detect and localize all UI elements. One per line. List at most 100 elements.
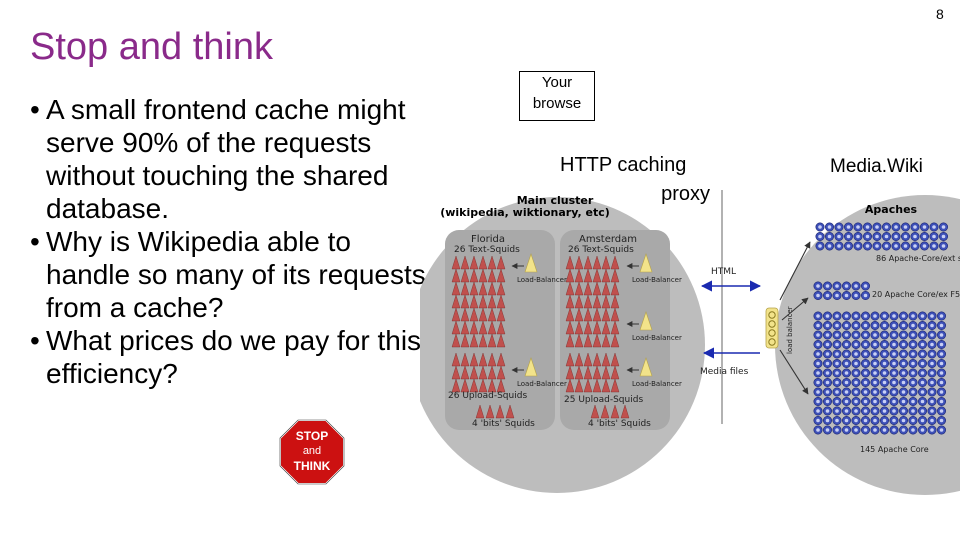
florida-text-squids-label: 26 Text-Squids <box>454 245 520 255</box>
apache-server-icon-core <box>816 409 820 413</box>
apache-server-icon-core <box>901 390 906 394</box>
apache-server-icon-core <box>825 293 830 298</box>
apache-server-icon-core <box>816 399 820 404</box>
apache-server-icon-core <box>863 352 868 356</box>
apache-server-icon-core <box>930 390 934 394</box>
apache-server-icon-core <box>835 418 839 423</box>
apache-server-icon-core <box>930 428 934 432</box>
and-label: and <box>302 445 322 457</box>
apache-server-icon-core <box>901 428 906 432</box>
apache-server-icon-core <box>835 399 839 404</box>
apache-server-icon-core <box>816 293 820 298</box>
squid-server-icon <box>620 404 630 419</box>
squid-server-icon <box>583 378 593 393</box>
apache-server-icon-core <box>892 399 896 404</box>
apache-server-icon-core <box>941 234 946 239</box>
apache-server-icon-core <box>911 352 915 356</box>
apache-server-icon-core <box>882 399 887 404</box>
apache-server-icon-core <box>837 225 841 229</box>
apache-server-icon-core <box>892 342 896 347</box>
squid-server-icon <box>610 333 620 348</box>
apache-server-icon-core <box>873 342 877 347</box>
apache-server-icon-core <box>920 323 925 328</box>
apache-server-icon-core <box>882 314 887 318</box>
apache-servers-group-3 <box>813 311 946 435</box>
squid-server-icon <box>487 333 497 348</box>
apache-server-icon-core <box>835 314 839 318</box>
apache-server-icon-core <box>835 284 839 288</box>
apache-server-icon-core <box>939 352 944 356</box>
amsterdam-label: Amsterdam <box>579 234 637 245</box>
apache-server-icon-core <box>932 225 936 229</box>
apache-server-icon-core <box>873 399 877 404</box>
apache-server-icon-core <box>863 293 868 298</box>
apache-server-icon-core <box>844 418 849 423</box>
apache-server-icon-core <box>856 225 860 229</box>
apache-server-icon-core <box>920 361 925 366</box>
apache-server-icon-core <box>844 323 849 328</box>
apache-server-icon-core <box>901 399 906 404</box>
apache-server-icon-core <box>844 371 849 375</box>
proxy-label: proxy <box>661 183 710 205</box>
apache-server-icon-core <box>894 225 898 229</box>
apache-server-icon-core <box>901 314 906 318</box>
apache-server-icon-core <box>825 409 830 413</box>
apache-server-icon-core <box>882 428 887 432</box>
apache-server-icon-core <box>884 225 889 229</box>
apache-server-icon-core <box>816 380 820 385</box>
squid-server-icon <box>601 378 611 393</box>
apache-server-icon-core <box>863 380 868 385</box>
apache-server-icon-core <box>846 234 851 239</box>
squid-server-icon <box>505 404 515 419</box>
apache-server-icon-core <box>825 361 830 366</box>
apache-server-icon-core <box>892 418 896 423</box>
apache-server-icon-core <box>854 293 858 298</box>
your-browser-box: Your browse <box>519 71 595 121</box>
amsterdam-text-squids <box>565 255 620 348</box>
apache-server-icon-core <box>939 380 944 385</box>
load-balancer-label: Load-Balancer <box>632 276 682 284</box>
apache-server-icon-core <box>854 390 858 394</box>
apache-server-icon-core <box>873 314 877 318</box>
apache-server-icon-core <box>911 342 915 347</box>
apache-server-icon-core <box>920 342 925 347</box>
apache-server-icon-core <box>816 390 820 394</box>
apache-server-icon-core <box>846 244 851 248</box>
apache-server-icon-core <box>835 409 839 413</box>
apache-server-icon-core <box>865 234 870 239</box>
apache-server-icon-core <box>844 380 849 385</box>
apache-server-icon-core <box>863 314 868 318</box>
apache-server-icon-core <box>816 352 820 356</box>
apache-server-icon-core <box>901 380 906 385</box>
apache-server-icon-core <box>911 380 915 385</box>
apache-server-icon-core <box>920 371 925 375</box>
squid-server-icon <box>478 378 488 393</box>
apache-server-icon-core <box>939 399 944 404</box>
bullet-item: What prices do we pay for this efficienc… <box>30 324 430 390</box>
http-caching-proxy-label: HTTP caching proxy <box>560 151 720 209</box>
apache-server-icon-core <box>865 225 870 229</box>
apache-server-icon-core <box>930 418 934 423</box>
apache-server-icon-core <box>837 244 841 248</box>
apache-server-icon-core <box>844 333 849 337</box>
apache-server-icon-core <box>825 390 830 394</box>
apache-server-icon-core <box>825 284 830 288</box>
apache-server-icon-core <box>892 390 896 394</box>
apache-server-icon-core <box>941 225 946 229</box>
apache-server-icon-core <box>892 361 896 366</box>
apache-server-icon-core <box>835 293 839 298</box>
florida-upload-squids <box>451 352 506 393</box>
apache-server-icon-core <box>837 234 841 239</box>
apache-server-icon-core <box>873 371 877 375</box>
apache-server-icon-core <box>816 361 820 366</box>
apache-server-icon-core <box>911 390 915 394</box>
apache-server-icon-core <box>856 244 860 248</box>
apache-server-icon-core <box>920 380 925 385</box>
apache-server-icon-core <box>932 244 936 248</box>
apache-server-icon-core <box>873 333 877 337</box>
apache-server-icon-core <box>873 323 877 328</box>
apache-server-icon-core <box>844 352 849 356</box>
florida-label: Florida <box>471 234 505 245</box>
apache-server-icon-core <box>920 390 925 394</box>
apache-server-icon-core <box>844 284 849 288</box>
